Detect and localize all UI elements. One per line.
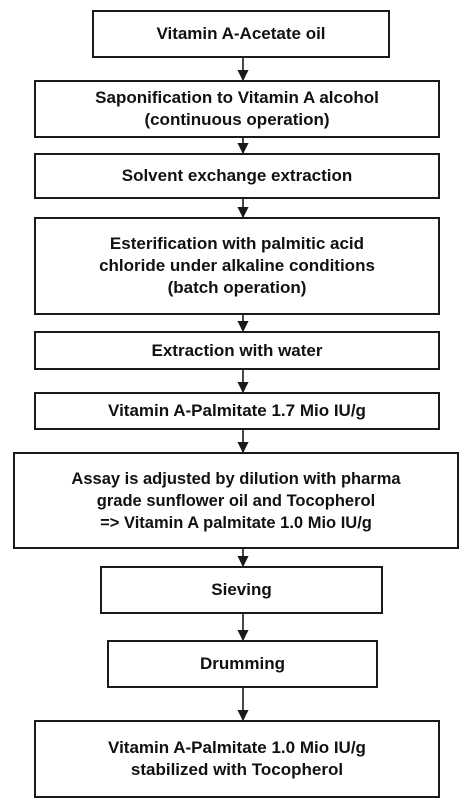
- step-box-solvent-exchange-extraction: Solvent exchange extraction: [34, 153, 440, 199]
- step-label: Saponification to Vitamin A alcohol (con…: [95, 88, 379, 129]
- step-label: Esterification with palmitic acid chlori…: [99, 234, 375, 297]
- step-box-vitamin-a-palmitate-1-7: Vitamin A-Palmitate 1.7 Mio IU/g: [34, 392, 440, 430]
- step-box-saponification: Saponification to Vitamin A alcohol (con…: [34, 80, 440, 138]
- step-box-extraction-with-water: Extraction with water: [34, 331, 440, 370]
- step-label: Vitamin A-Palmitate 1.7 Mio IU/g: [108, 401, 366, 420]
- step-box-sieving: Sieving: [100, 566, 383, 614]
- step-box-vitamin-a-palmitate-1-0-stabilized: Vitamin A-Palmitate 1.0 Mio IU/g stabili…: [34, 720, 440, 798]
- step-label: Solvent exchange extraction: [121, 166, 353, 185]
- step-label: Extraction with water: [151, 340, 323, 360]
- step-box-vitamin-a-acetate-oil: Vitamin A-Acetate oil: [92, 10, 390, 58]
- step-box-drumming: Drumming: [107, 640, 378, 688]
- step-label: Vitamin A-Palmitate 1.0 Mio IU/g stabili…: [108, 738, 366, 779]
- step-label: Vitamin A-Acetate oil: [156, 24, 326, 43]
- step-label: Drumming: [200, 654, 285, 673]
- step-label: Assay is adjusted by dilution with pharm…: [71, 469, 401, 532]
- step-label: Sieving: [211, 580, 272, 599]
- step-box-esterification: Esterification with palmitic acid chlori…: [34, 217, 440, 315]
- step-box-assay-adjustment: Assay is adjusted by dilution with pharm…: [13, 452, 459, 549]
